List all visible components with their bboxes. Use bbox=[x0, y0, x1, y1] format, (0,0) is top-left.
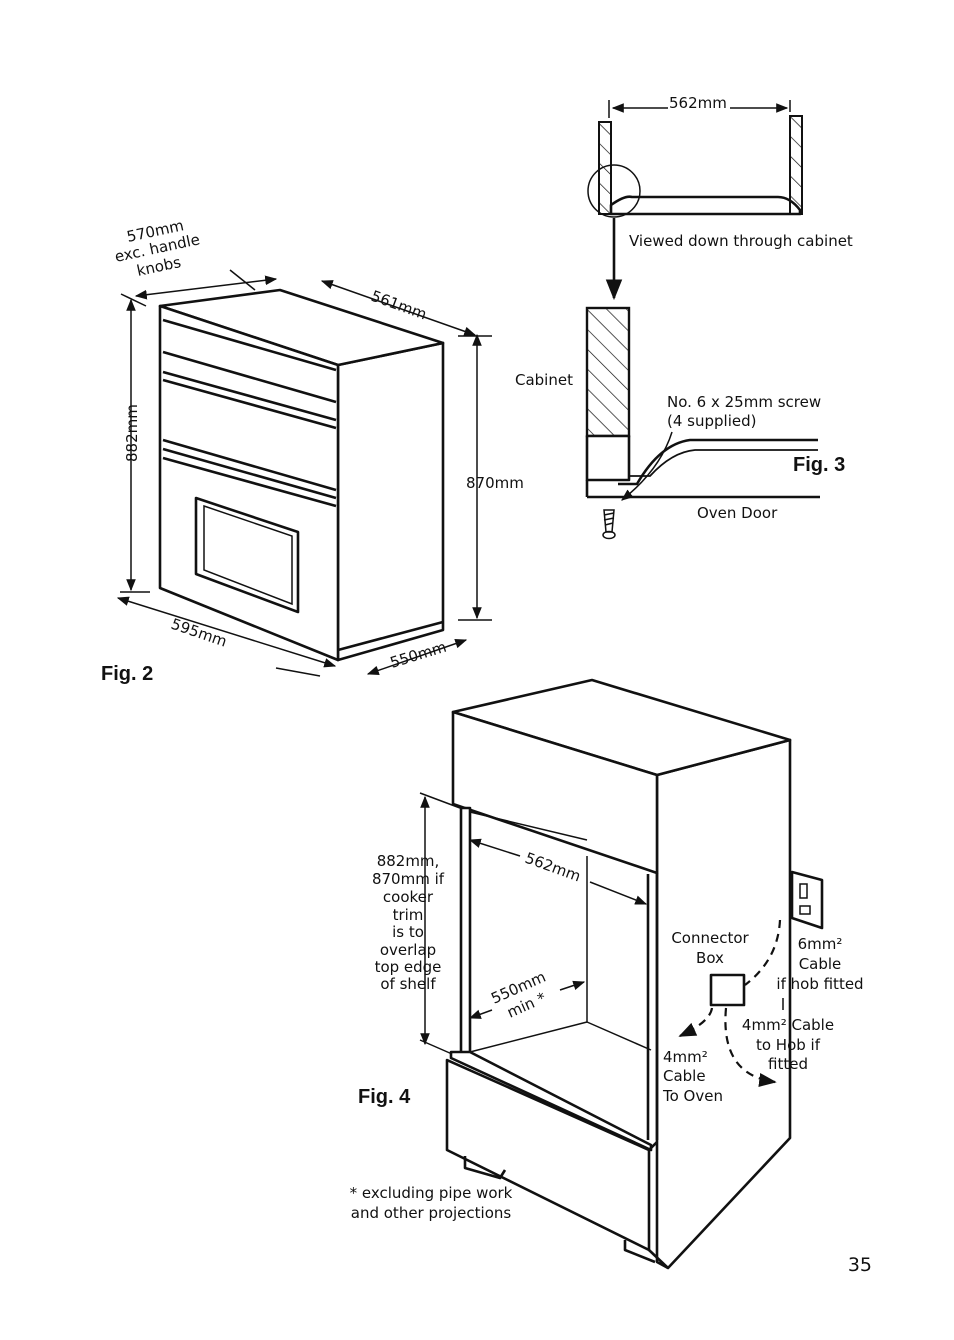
svg-text:top edge: top edge bbox=[375, 958, 442, 976]
fig2-dimension-lines bbox=[116, 269, 492, 677]
fig2-caption: Fig. 2 bbox=[101, 663, 153, 685]
svg-text:* excluding pipe work: * excluding pipe work bbox=[350, 1184, 513, 1202]
fig4-width: 562mm bbox=[523, 849, 584, 886]
page-number: 35 bbox=[848, 1254, 872, 1276]
svg-text:Connector: Connector bbox=[671, 929, 749, 947]
fig4-dimension-lines bbox=[419, 792, 648, 1055]
svg-text:4mm²: 4mm² bbox=[663, 1048, 708, 1066]
fig3-screw-2: (4 supplied) bbox=[667, 412, 756, 430]
fig4-caption: Fig. 4 bbox=[358, 1086, 411, 1108]
svg-text:870mm if: 870mm if bbox=[372, 870, 445, 888]
fig2-height-front: 882mm bbox=[123, 404, 141, 462]
fig3-drawing bbox=[585, 100, 820, 540]
fig4-height-note: 882mm, 870mm if cooker trim is to overla… bbox=[372, 852, 445, 993]
svg-text:if hob fitted: if hob fitted bbox=[776, 975, 863, 993]
fig2-width-front: 595mm bbox=[169, 615, 230, 651]
fig4-cable-hob-label: 4mm² Cable to Hob if fitted bbox=[742, 1016, 834, 1073]
fig4-housing-drawing bbox=[445, 678, 824, 1270]
svg-text:to Hob if: to Hob if bbox=[756, 1036, 821, 1054]
svg-text:trim: trim bbox=[393, 906, 424, 924]
svg-text:cooker: cooker bbox=[383, 888, 434, 906]
screw-icon bbox=[602, 509, 616, 540]
svg-text:To Oven: To Oven bbox=[662, 1087, 723, 1105]
fig2-oven-drawing bbox=[158, 288, 445, 662]
fig2-height-side: 870mm bbox=[466, 474, 524, 492]
svg-text:6mm²: 6mm² bbox=[798, 935, 843, 953]
svg-text:4mm² Cable: 4mm² Cable bbox=[742, 1016, 834, 1034]
fig3-width: 562mm bbox=[669, 94, 727, 112]
fig4-cable6-label: 6mm² Cable if hob fitted bbox=[776, 935, 863, 993]
svg-text:is to: is to bbox=[392, 923, 424, 941]
wall-socket-icon bbox=[790, 870, 824, 930]
fig4-cable-oven-label: 4mm² Cable To Oven bbox=[662, 1048, 723, 1105]
svg-text:fitted: fitted bbox=[768, 1055, 808, 1073]
fig3-screw-1: No. 6 x 25mm screw bbox=[667, 393, 821, 411]
connector-box-icon bbox=[709, 973, 746, 1007]
fig4-connector-label: Connector Box bbox=[671, 929, 749, 967]
fig3-labels: 562mm Viewed down through cabinet Cabine… bbox=[515, 94, 853, 522]
svg-text:and other projections: and other projections bbox=[351, 1204, 512, 1222]
fig3-cabinet: Cabinet bbox=[515, 371, 573, 389]
svg-text:Cable: Cable bbox=[799, 955, 842, 973]
svg-text:overlap: overlap bbox=[380, 941, 436, 959]
svg-text:of shelf: of shelf bbox=[380, 975, 436, 993]
fig3-view-note: Viewed down through cabinet bbox=[629, 232, 853, 250]
fig2-top-depth: 561mm bbox=[369, 287, 430, 324]
svg-text:882mm,: 882mm, bbox=[377, 852, 440, 870]
fig3-oven-door: Oven Door bbox=[697, 504, 778, 522]
svg-text:Cable: Cable bbox=[663, 1067, 706, 1085]
fig3-caption: Fig. 3 bbox=[793, 454, 845, 476]
svg-text:Box: Box bbox=[696, 949, 724, 967]
fig4-footnote: * excluding pipe work and other projecti… bbox=[350, 1184, 513, 1222]
